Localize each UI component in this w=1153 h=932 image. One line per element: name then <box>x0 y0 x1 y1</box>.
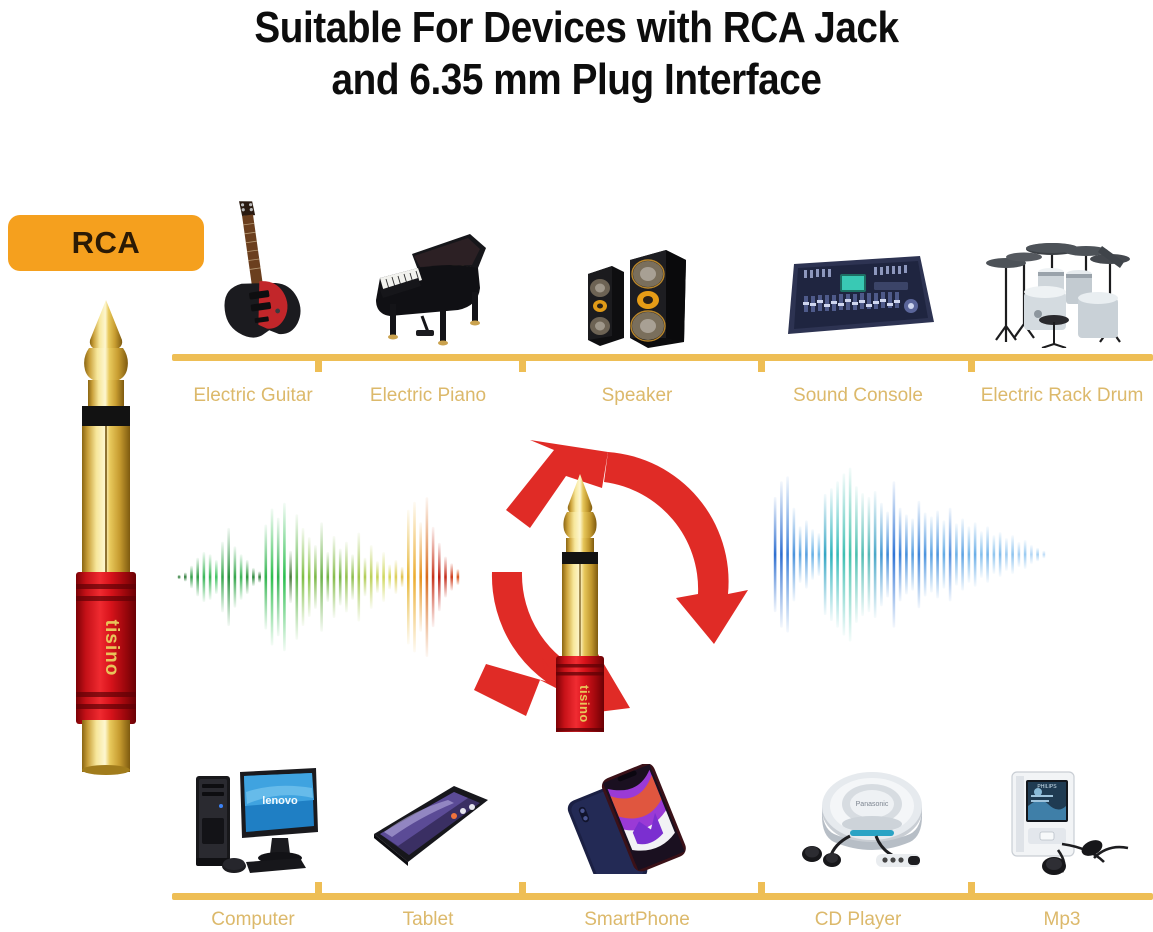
mp3-player-icon: PHILIPS <box>998 762 1138 880</box>
brand-label-left: tisino <box>101 620 122 677</box>
desktop-computer-icon: lenovo <box>188 762 324 884</box>
label-electric-rack-drum: Electric Rack Drum <box>980 385 1144 406</box>
rca-badge-label: RCA <box>71 225 141 260</box>
label-mp3: Mp3 <box>1043 909 1081 930</box>
title-line-1: Suitable For Devices with RCA Jack <box>254 3 899 52</box>
label-cd-player: CD Player <box>814 909 902 930</box>
brand-label-center: tisino <box>577 685 592 723</box>
svg-text:lenovo: lenovo <box>262 795 298 807</box>
top-rail-tick <box>519 361 526 372</box>
rca-to-635mm-adapter-small: tisino <box>556 474 604 752</box>
cd-player-icon: Panasonic <box>790 766 930 880</box>
bottom-rail-tick <box>519 882 526 893</box>
mixing-console-icon <box>778 238 938 348</box>
top-rail-tick <box>315 361 322 372</box>
label-sound-console: Sound Console <box>793 385 923 406</box>
smartphone-icon <box>566 764 708 874</box>
label-computer: Computer <box>211 909 295 930</box>
svg-text:PHILIPS: PHILIPS <box>1037 784 1057 790</box>
tower-speakers-icon <box>578 226 696 348</box>
top-divider-rail <box>172 354 1153 361</box>
page-title: Suitable For Devices with RCA Jack and 6… <box>0 2 1153 106</box>
label-electric-piano: Electric Piano <box>369 385 487 406</box>
bottom-rail-tick <box>315 882 322 893</box>
bottom-divider-rail <box>172 893 1153 900</box>
svg-text:Panasonic: Panasonic <box>856 801 889 808</box>
top-rail-tick <box>968 361 975 372</box>
top-rail-tick <box>758 361 765 372</box>
label-speaker: Speaker <box>601 385 673 406</box>
drum-kit-icon <box>982 216 1132 348</box>
title-line-2: and 6.35 mm Plug Interface <box>331 55 822 104</box>
label-tablet: Tablet <box>402 909 454 930</box>
electric-guitar-icon <box>200 196 306 348</box>
label-electric-guitar: Electric Guitar <box>193 385 313 406</box>
bottom-rail-tick <box>968 882 975 893</box>
recycle-arrow-counterclockwise <box>474 572 630 716</box>
recycle-arrows-with-connector: tisino <box>470 432 750 752</box>
grand-piano-icon <box>366 218 492 348</box>
label-smartphone: SmartPhone <box>584 909 690 930</box>
bottom-rail-tick <box>758 882 765 893</box>
rca-to-635mm-adapter-large: tisino <box>52 296 160 776</box>
tablet-icon <box>368 778 492 872</box>
recycle-arrow-clockwise <box>506 440 748 644</box>
audio-waveform-cool <box>772 462 1047 647</box>
rca-badge: RCA <box>8 215 204 271</box>
audio-waveform-warm <box>176 492 461 662</box>
